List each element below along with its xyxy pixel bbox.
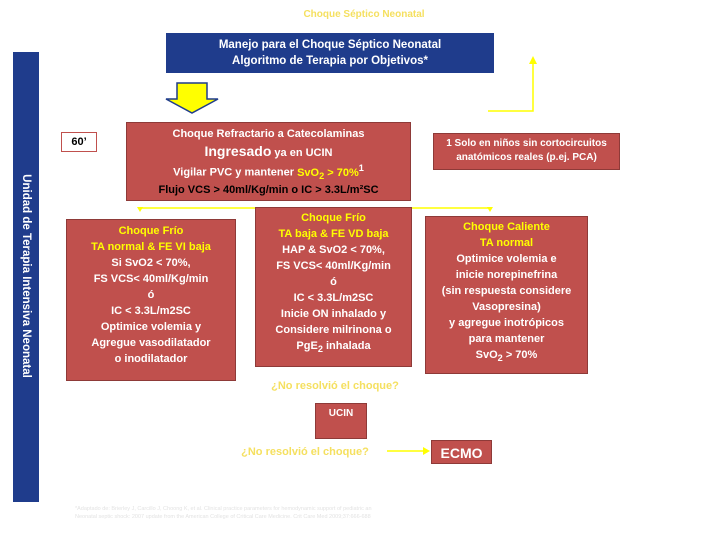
left-line: Si SvO2 < 70%,: [111, 257, 191, 269]
block-arrow-icon: [165, 82, 219, 114]
ecmo-arrowhead-icon: [423, 447, 430, 455]
mid-line: IC < 3.3L/m2SC: [293, 292, 374, 304]
ecmo-box: ECMO: [431, 440, 492, 464]
main-line-2: Ingresado ya en UCIN: [127, 141, 410, 161]
mid-pge-sub: 2: [317, 344, 323, 355]
main-svo2: SvO2 > 70%: [297, 166, 359, 181]
main-line-3: Vigilar PVC y mantener SvO2 > 70%1: [127, 161, 410, 183]
right-subtitle: TA normal: [479, 237, 534, 249]
question-2: ¿No resolvió el choque?: [241, 446, 369, 458]
mid-line: ó: [330, 276, 337, 288]
right-svo2-rest: > 70%: [502, 349, 538, 361]
main-line-1: Choque Refractario a Catecolaminas: [172, 128, 365, 140]
right-title: Choque Caliente: [463, 221, 550, 233]
note-line-1: 1 Solo en niños sin cortocircuitos: [446, 138, 607, 149]
main-line-3a: Vigilar PVC y mantener: [173, 166, 298, 179]
header-line-2: Algoritmo de Terapia por Objetivos*: [232, 55, 428, 67]
main-svo2-sub: 2: [319, 170, 325, 181]
left-line: IC < 3.3L/m2SC: [111, 305, 191, 317]
cold-shock-low-bp-box: Choque Frío TA baja & FE VD baja HAP & S…: [255, 207, 412, 367]
left-line: o inodilatador: [114, 353, 188, 365]
left-subtitle: TA normal & FE VI baja: [91, 241, 211, 253]
main-svo2-text: SvO: [297, 166, 320, 179]
right-line: Vasopresina): [472, 301, 541, 313]
right-line: Optimice volemia e: [456, 253, 557, 265]
ecmo-label: ECMO: [440, 445, 483, 461]
mid-pge: PgE: [296, 340, 318, 352]
ucin-box: UCIN: [315, 403, 367, 439]
branch-right-arrowhead-icon: [487, 207, 493, 212]
question-1: ¿No resolvió el choque?: [271, 380, 399, 392]
ucin-label: UCIN: [328, 408, 354, 419]
left-line: Agregue vasodilatador: [91, 337, 211, 349]
feedback-arrow-line: [488, 61, 534, 112]
mid-title: Choque Frío: [301, 212, 366, 224]
mid-line: Inicie ON inhalado y: [280, 308, 387, 320]
right-line: (sin respuesta considere: [441, 285, 572, 297]
main-ingresado-rest: ya en UCIN: [271, 147, 333, 159]
branch-left-arrowhead-icon: [137, 207, 143, 212]
note-line-2: anatómicos reales (p.ej. PCA): [456, 152, 597, 163]
sidebar-banner: [13, 52, 39, 502]
main-box: Choque Refractario a Catecolaminas Ingre…: [126, 122, 411, 201]
mid-line-last: PgE2 inhalada: [256, 338, 411, 357]
left-line: ó: [147, 289, 155, 301]
header-box: Manejo para el Choque Séptico Neonatal A…: [166, 33, 494, 73]
mid-line: Considere milrinona o: [275, 324, 392, 336]
footnote-line-2: Neonatal septic shock: 2007 update from …: [75, 514, 371, 520]
feedback-arrowhead-icon: [529, 56, 537, 64]
mid-line: HAP & SvO2 < 70%,: [282, 244, 385, 256]
cold-shock-normal-bp-box: Choque Frío TA normal & FE VI baja Si Sv…: [66, 219, 236, 381]
left-title: Choque Frío: [118, 225, 184, 237]
mid-pge-rest: inhalada: [322, 340, 371, 352]
mid-subtitle: TA baja & FE VD baja: [278, 228, 389, 240]
right-line-last: SvO2 > 70%: [426, 347, 587, 366]
left-line: Optimice volemia y: [100, 321, 202, 333]
header-line-1: Manejo para el Choque Séptico Neonatal: [218, 39, 442, 51]
time-label: 60’: [61, 132, 97, 152]
main-line-3b: > 70%: [324, 166, 359, 179]
right-svo2-sub: 2: [497, 353, 503, 364]
footnote-line-1: *Adaptado de: Brierley J, Carcillo J, Ch…: [75, 506, 372, 512]
right-line: para mantener: [468, 333, 545, 345]
right-svo2: SvO: [475, 349, 498, 361]
right-line: y agregue inotrópicos: [449, 317, 564, 329]
right-line: inicie norepinefrina: [455, 269, 558, 281]
main-line-4: Flujo VCS > 40ml/Kg/min o IC > 3.3L/m²SC: [158, 183, 379, 196]
page-title: Choque Séptico Neonatal: [303, 9, 425, 20]
left-line: FS VCS< 40ml/Kg/min: [93, 273, 209, 285]
warm-shock-box: Choque Caliente TA normal Optimice volem…: [425, 216, 588, 374]
footnote: *Adaptado de: Brierley J, Carcillo J, Ch…: [75, 505, 445, 521]
main-line-3-sup: 1: [358, 163, 364, 173]
mid-line: FS VCS< 40ml/Kg/min: [276, 260, 391, 272]
note-box: 1 Solo en niños sin cortocircuitos anató…: [433, 133, 620, 170]
main-ingresado: Ingresado: [204, 143, 272, 159]
